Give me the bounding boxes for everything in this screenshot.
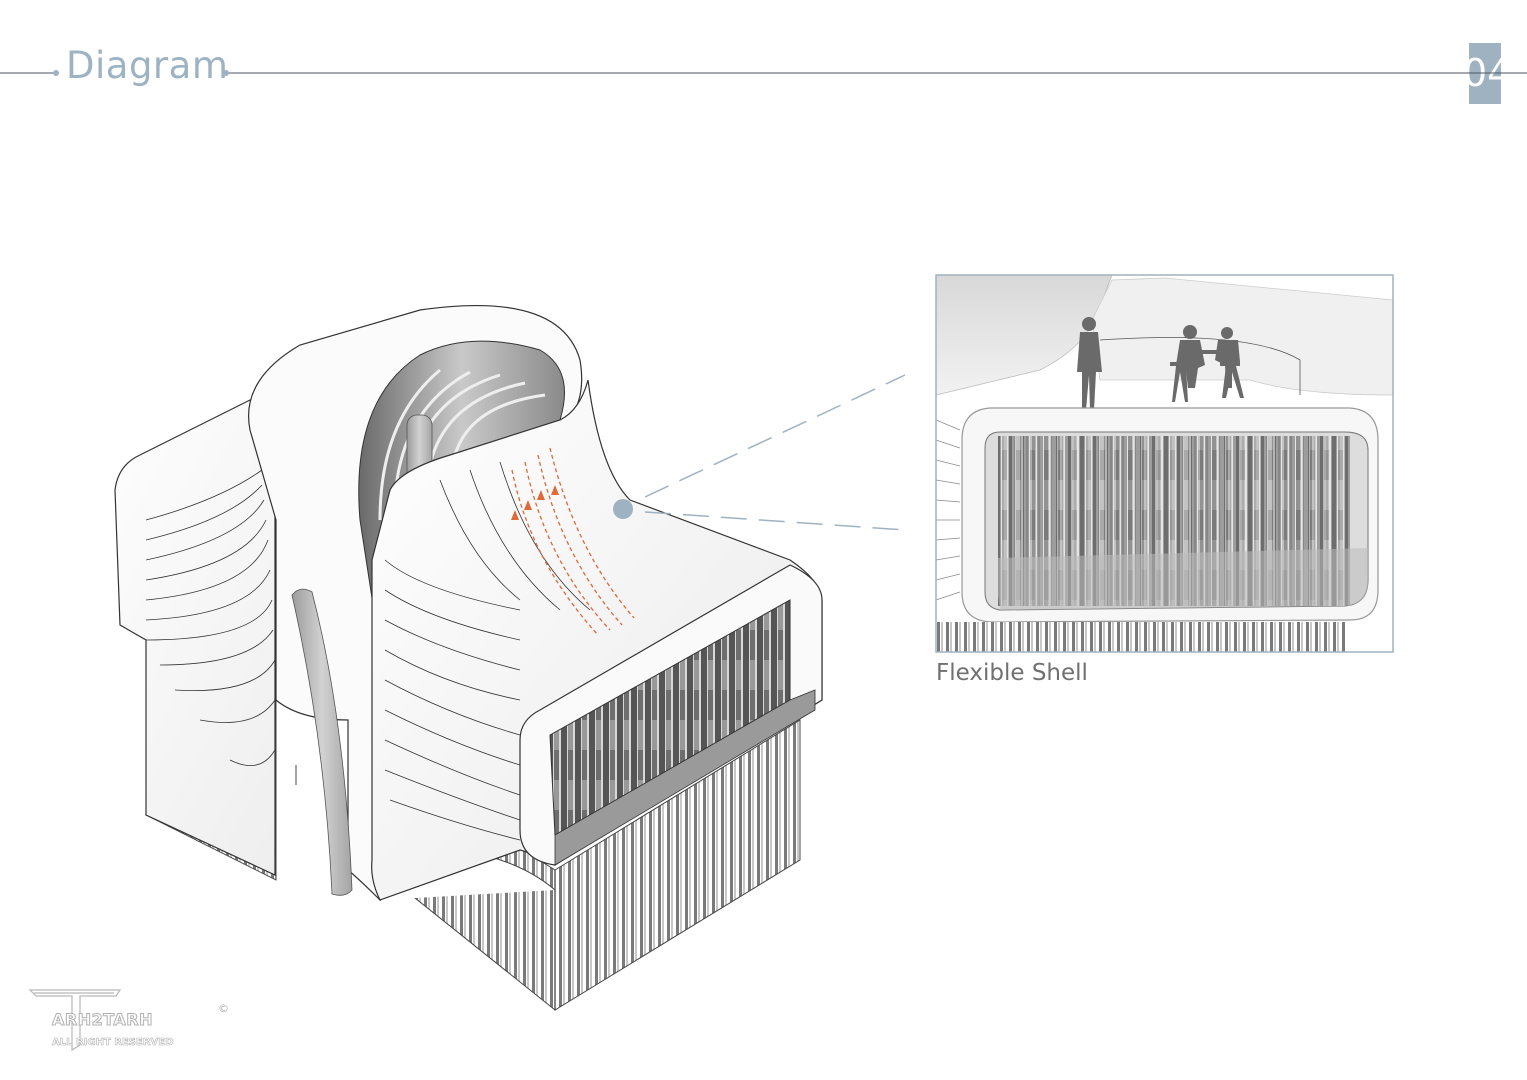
vertical-pipe [291,588,353,896]
watermark-copyright: © [218,1002,229,1015]
people-silhouettes [1077,317,1244,410]
building-model [114,305,906,1012]
detail-caption: Flexible Shell [936,660,1088,686]
spiral-void [358,340,565,651]
detail-inset [935,274,1394,653]
watermark-logo [28,989,122,1052]
left-wing-shell [114,329,421,876]
flow-arrows [511,447,635,636]
right-wing-shell [371,379,823,901]
watermark-subtitle: ALL RIGHT RESERVED [52,1037,174,1049]
callout-point [613,499,633,519]
detail-frame [935,274,1394,653]
header-rule [0,70,1527,76]
central-curved-wall [248,305,583,902]
callout-leader-lines [644,374,906,531]
watermark-brand: ARH2TARH [52,1010,154,1030]
cantilever-box [519,564,823,866]
page-title: Diagram [66,44,229,87]
